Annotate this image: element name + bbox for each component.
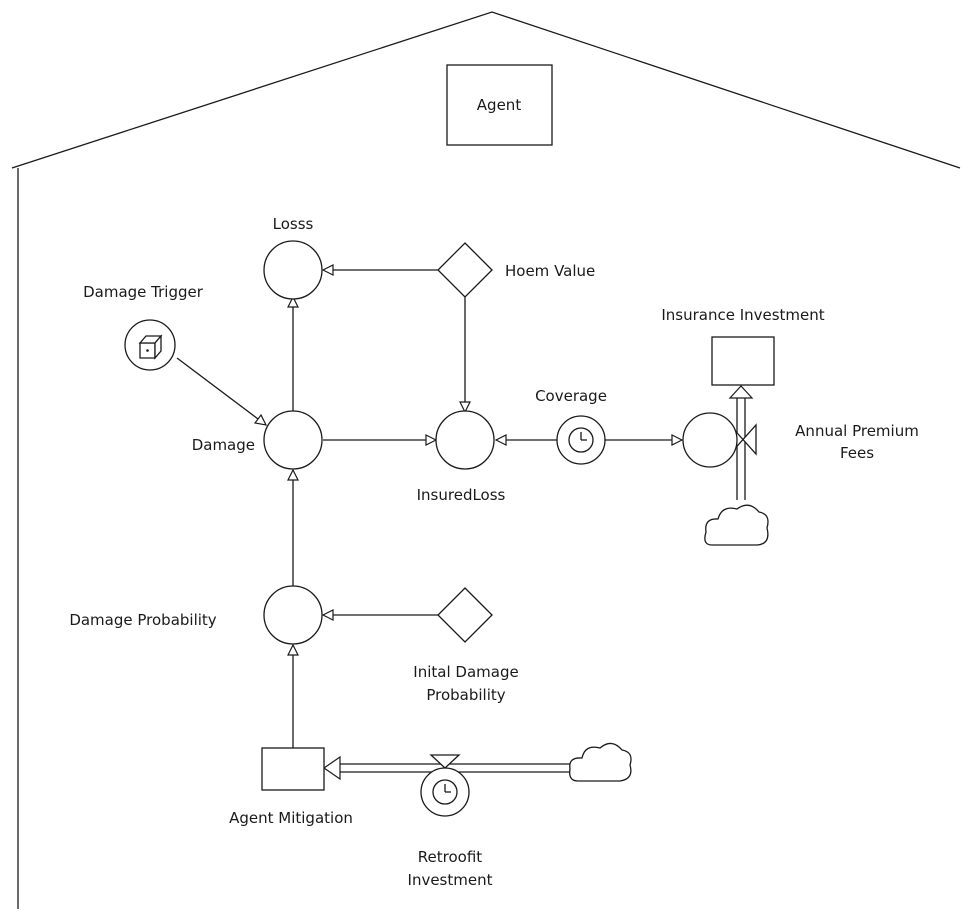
hoem-value-node[interactable] bbox=[437, 242, 493, 298]
annual-premium-fees-label: Fees bbox=[840, 444, 874, 462]
damage-probability-label: Damage Probability bbox=[69, 611, 216, 629]
retrofit-investment-label: Investment bbox=[408, 871, 493, 889]
annual-premium-fees-node[interactable] bbox=[682, 412, 738, 468]
damage-trigger-label: Damage Trigger bbox=[83, 283, 204, 301]
losss-node[interactable] bbox=[263, 240, 323, 300]
retrofit-investment-node[interactable] bbox=[420, 767, 470, 817]
agent-mitigation-label: Agent Mitigation bbox=[229, 809, 353, 827]
damage-trigger-node[interactable] bbox=[124, 319, 176, 371]
agent-mitigation-stock[interactable] bbox=[261, 747, 325, 791]
initial-damage-probability-label: Inital Damage bbox=[413, 663, 518, 681]
annual-premium-fees-label: Annual Premium bbox=[795, 422, 919, 440]
agent-box[interactable] bbox=[446, 64, 553, 146]
insurance-investment-stock[interactable] bbox=[711, 336, 775, 386]
coverage-label: Coverage bbox=[535, 387, 607, 405]
hoem-value-label: Hoem Value bbox=[505, 262, 595, 280]
link-trigger-damage bbox=[176, 357, 266, 425]
insurance-investment-label: Insurance Investment bbox=[661, 306, 824, 324]
initial-damage-probability-label: Probability bbox=[426, 686, 505, 704]
coverage-node[interactable] bbox=[556, 415, 606, 465]
damage-label: Damage bbox=[192, 436, 255, 454]
insuredloss-label: InsuredLoss bbox=[417, 486, 506, 504]
clock-icon bbox=[568, 427, 594, 453]
damage-node[interactable] bbox=[263, 410, 323, 470]
dice-icon bbox=[138, 334, 163, 360]
cloud-icon bbox=[704, 504, 769, 546]
retrofit-investment-label: Retroofit bbox=[418, 848, 482, 866]
insuredloss-node[interactable] bbox=[435, 410, 495, 470]
cloud-icon bbox=[569, 742, 632, 782]
losss-label: Losss bbox=[273, 215, 314, 233]
damage-probability-node[interactable] bbox=[263, 585, 323, 645]
initial-damage-probability-node[interactable] bbox=[437, 587, 493, 643]
clock-icon bbox=[432, 779, 458, 805]
flow-pipe-insurance bbox=[728, 385, 754, 500]
agent-label: Agent bbox=[477, 96, 522, 114]
agent-frame bbox=[11, 11, 961, 909]
